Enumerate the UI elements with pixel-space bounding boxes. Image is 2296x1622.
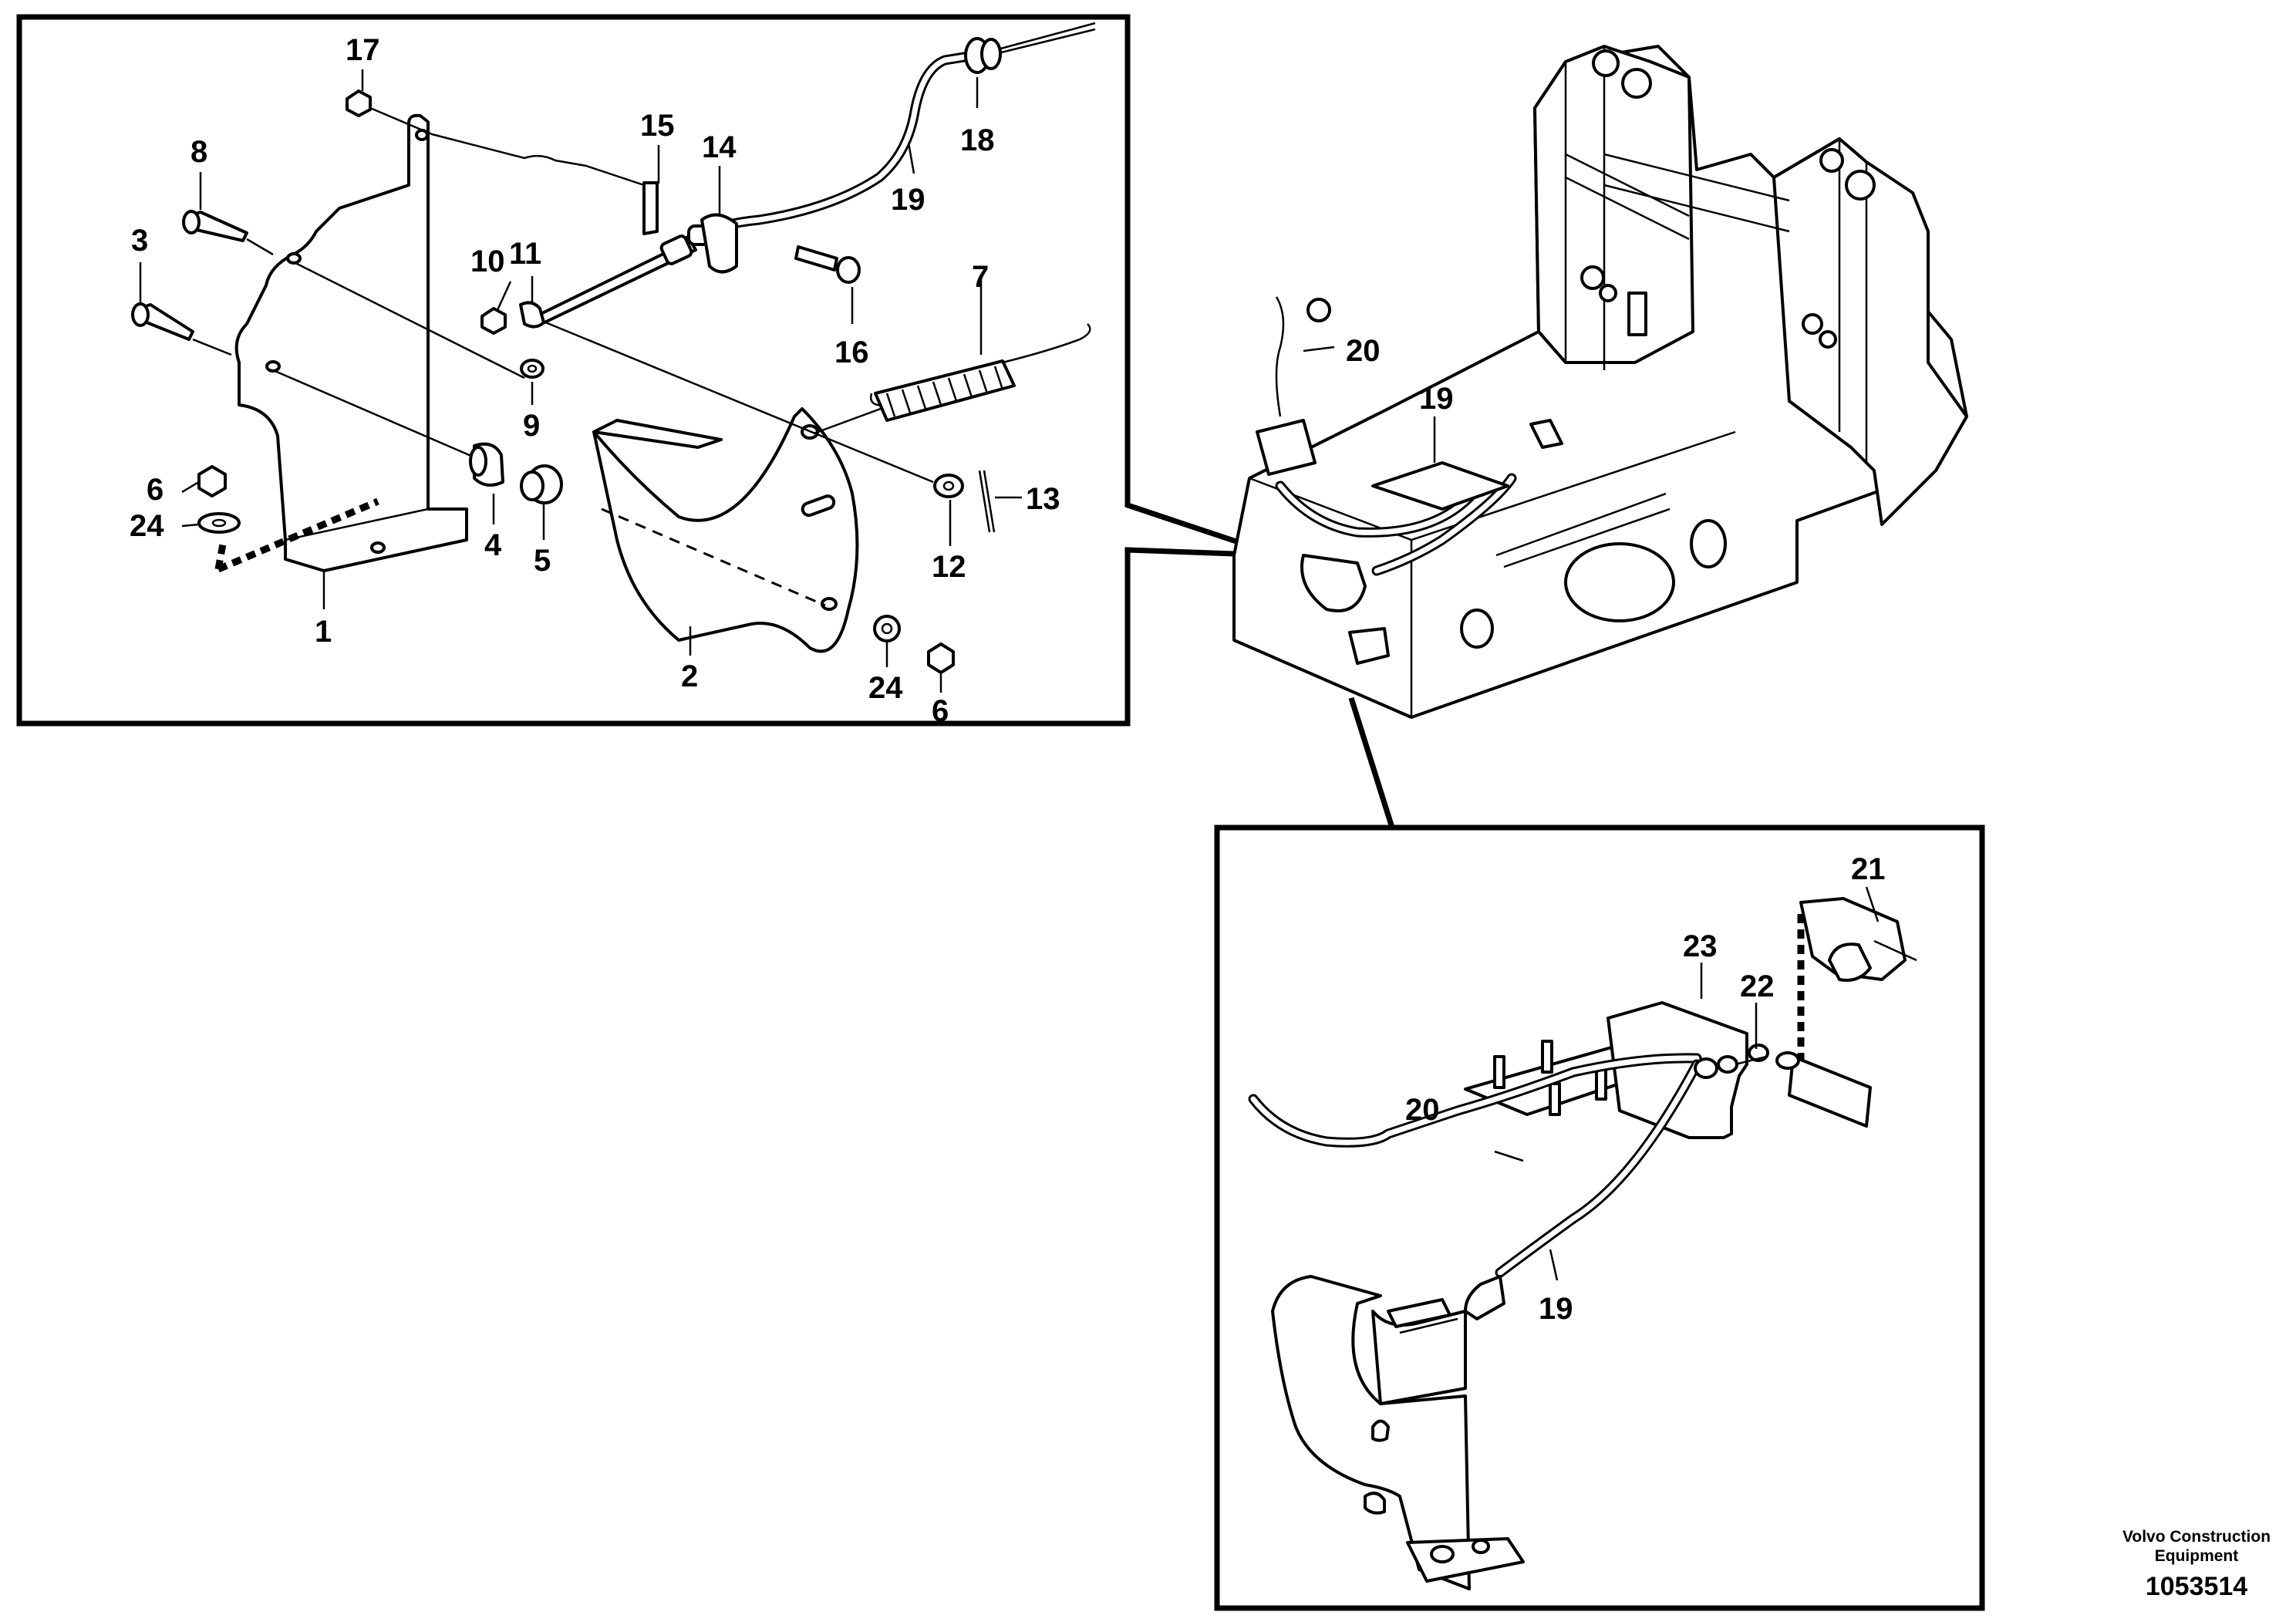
pedal-bracket-part-1 <box>234 113 468 572</box>
plate-part-15 <box>642 181 659 235</box>
cotter-pin-part-13 <box>978 470 996 533</box>
brand-line-2: Equipment <box>2155 1547 2239 1565</box>
callout-9: 9 <box>523 409 540 443</box>
machine-left-tower <box>1533 45 1694 364</box>
callout-10: 10 <box>470 244 505 278</box>
callout-20-bottom: 20 <box>1405 1093 1440 1127</box>
callout-17: 17 <box>346 33 380 67</box>
callout-6-left: 6 <box>147 473 164 507</box>
pin-part-11 <box>519 301 545 329</box>
detail-top-panel: 17 8 3 10 11 15 14 18 19 7 16 9 6 24 4 5… <box>16 14 1279 728</box>
callout-22: 22 <box>1740 969 1775 1003</box>
callout-5: 5 <box>534 544 551 578</box>
callout-15: 15 <box>640 109 675 143</box>
bracket-part-22 <box>1788 1055 1872 1128</box>
callout-13: 13 <box>1026 482 1060 516</box>
document-number: 1053514 <box>2146 1572 2247 1601</box>
spring-part-7 <box>869 323 1091 422</box>
callout-19-bottom: 19 <box>1539 1292 1573 1326</box>
callout-20-machine: 20 <box>1346 334 1381 368</box>
callout-2: 2 <box>681 659 698 693</box>
callout-16: 16 <box>834 336 869 369</box>
detail-top-frame <box>16 14 1279 727</box>
callout-8: 8 <box>190 135 207 169</box>
callout-19-top: 19 <box>891 183 925 217</box>
clamp-part-14 <box>700 213 738 274</box>
washer-part-24-left <box>197 512 241 534</box>
pedal-footpad <box>592 419 723 449</box>
brand-line-1: Volvo Construction <box>2122 1528 2271 1546</box>
callout-12: 12 <box>932 550 966 584</box>
callout-24-right: 24 <box>868 671 903 705</box>
bolt-part-16 <box>794 245 838 271</box>
brand-block: Volvo Construction Equipment 1053514 <box>2122 1528 2271 1601</box>
pedal-plate-part-2 <box>592 407 859 653</box>
callout-7: 7 <box>972 260 989 294</box>
callout-18: 18 <box>960 123 995 157</box>
callout-21: 21 <box>1851 852 1886 886</box>
callout-11: 11 <box>509 237 541 271</box>
callout-24-left: 24 <box>130 509 164 543</box>
callout-6-right: 6 <box>932 694 949 728</box>
nut-part-6-left <box>197 465 227 497</box>
callout-19-machine: 19 <box>1419 382 1454 416</box>
washer-part-9 <box>520 359 544 379</box>
callout-14: 14 <box>702 130 737 164</box>
detail-bottom-panel: 21 23 22 20 19 <box>1214 696 1985 1611</box>
machine-overview: 20 19 <box>1232 45 1968 719</box>
nut-part-10 <box>480 307 507 335</box>
washer-part-12 <box>933 474 964 498</box>
nut-part-17 <box>346 89 372 117</box>
callout-3: 3 <box>131 224 148 258</box>
washer-part-24-right <box>873 615 901 642</box>
detail-bottom-frame <box>1214 696 1985 1611</box>
pedal-assembly <box>1271 1275 1525 1590</box>
callout-23: 23 <box>1683 929 1718 963</box>
callout-1: 1 <box>315 615 332 649</box>
switch-part-21 <box>1797 897 1917 1064</box>
nut-part-6-right <box>927 642 955 674</box>
callout-4: 4 <box>484 528 502 562</box>
